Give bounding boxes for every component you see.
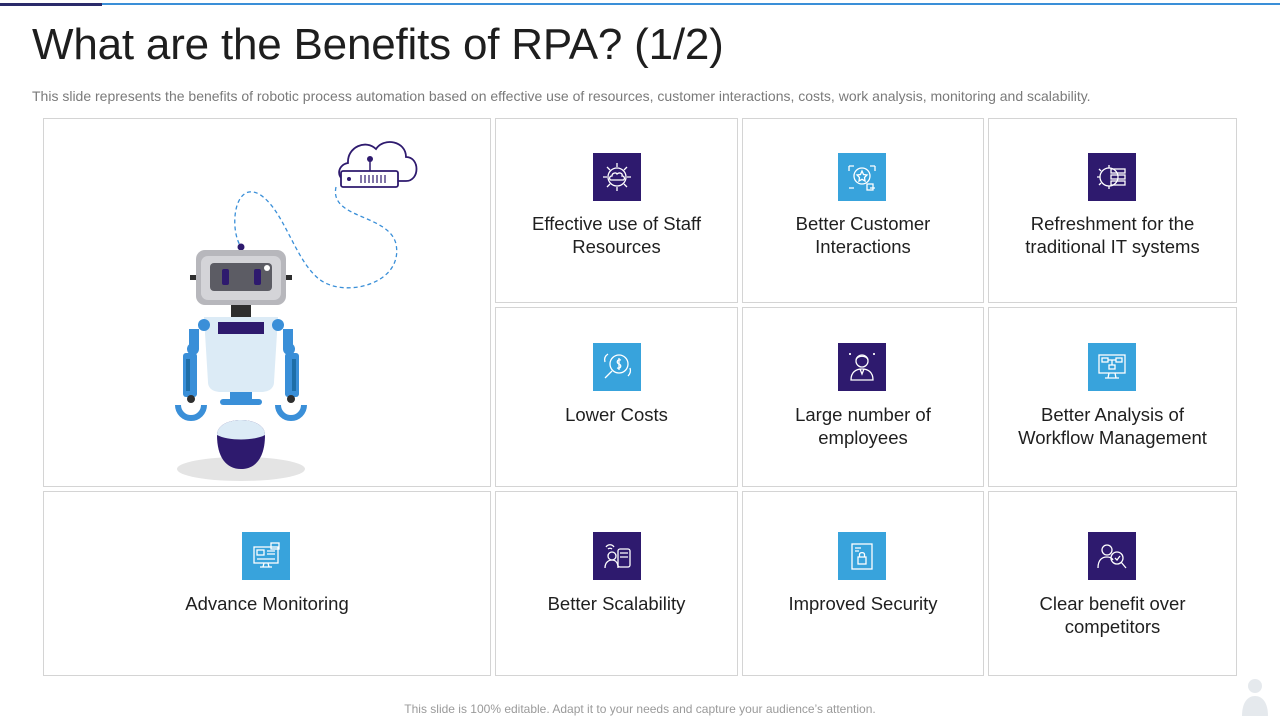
robot-illustration xyxy=(175,141,418,481)
benefit-card-lower-costs: Lower Costs xyxy=(495,307,738,487)
benefit-label: Advance Monitoring xyxy=(185,593,349,614)
benefit-card-advance-monitoring: Advance Monitoring xyxy=(43,491,491,676)
secure-file-icon xyxy=(838,532,886,580)
cloud-icon xyxy=(338,141,418,188)
benefit-label: Improved Security xyxy=(788,593,938,614)
workflow-monitor-icon xyxy=(1088,343,1136,391)
cog-cloud-icon xyxy=(593,153,641,201)
competitor-search-icon xyxy=(1088,532,1136,580)
benefit-card-scalability: Better Scalability xyxy=(495,491,738,676)
employee-icon xyxy=(838,343,886,391)
header-accent-segment xyxy=(0,3,102,6)
benefit-card-security: Improved Security xyxy=(742,491,984,676)
slide-footer: This slide is 100% editable. Adapt it to… xyxy=(404,702,876,716)
slide-title: What are the Benefits of RPA? (1/2) xyxy=(32,20,724,69)
benefit-label: Lower Costs xyxy=(565,404,668,425)
header-accent-line xyxy=(0,3,1280,5)
brand-watermark-icon xyxy=(1242,679,1268,716)
slide-subtitle: This slide represents the benefits of ro… xyxy=(32,88,1091,104)
coin-magnifier-icon xyxy=(593,343,641,391)
server-gear-icon xyxy=(1088,153,1136,201)
monitoring-screen-icon xyxy=(242,532,290,580)
robot-illustration-panel xyxy=(43,118,491,487)
customer-rating-icon xyxy=(838,153,886,201)
benefit-label: Better Scalability xyxy=(547,593,686,614)
scalability-icon xyxy=(593,532,641,580)
